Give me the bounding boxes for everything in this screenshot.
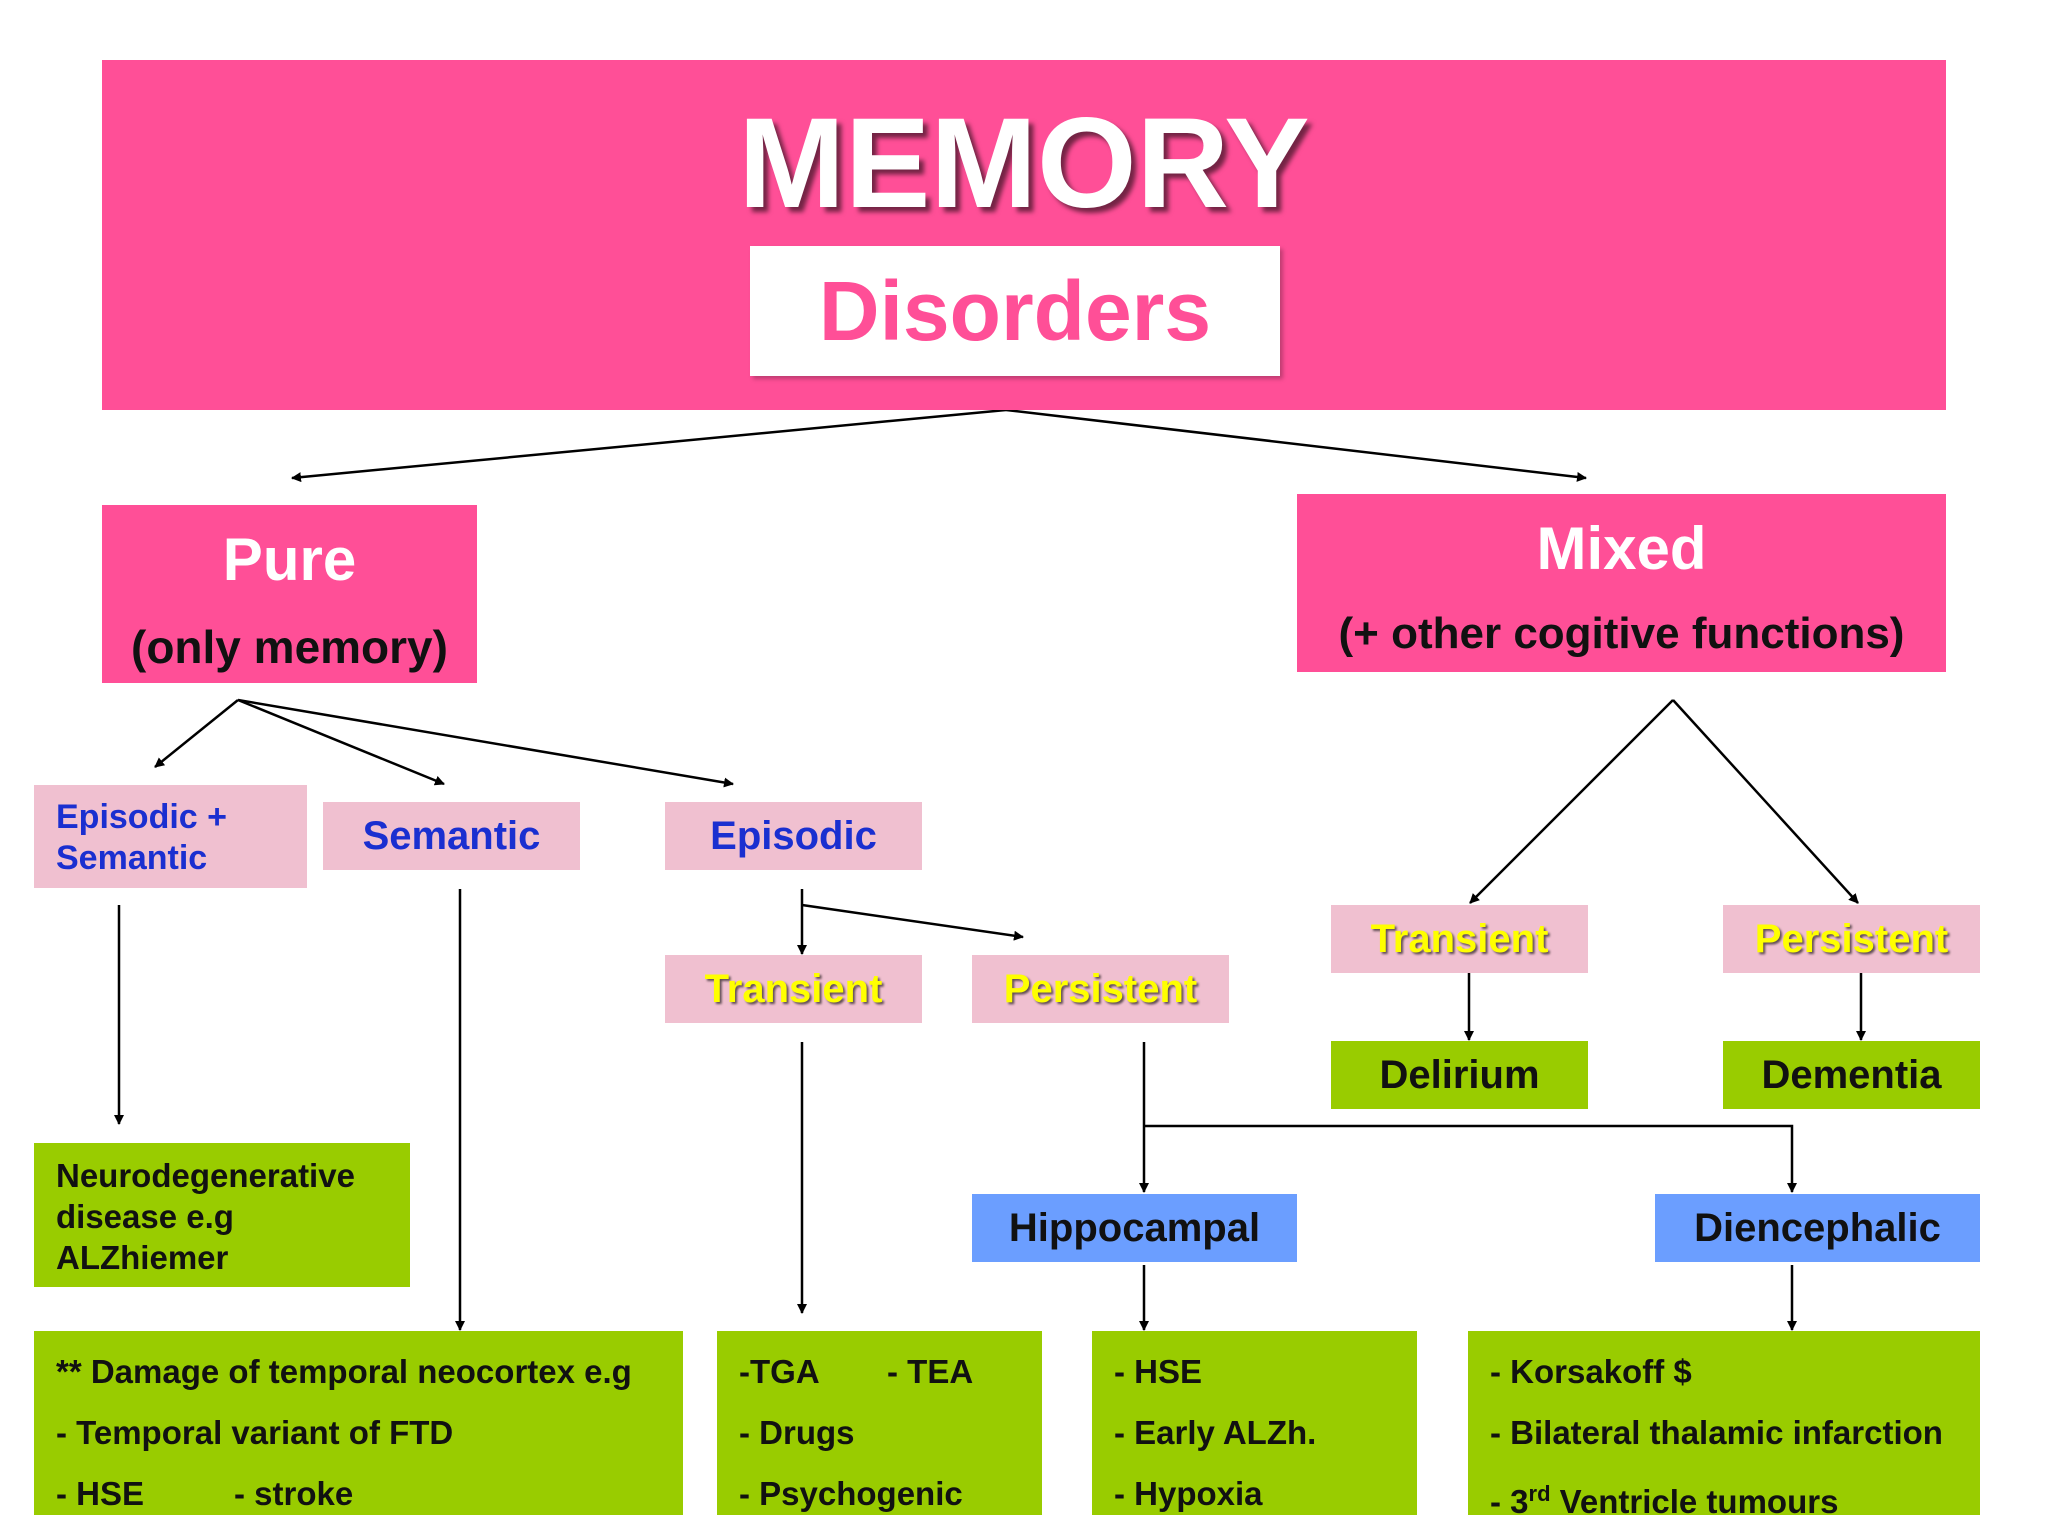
diencephalic-causes-box: - Korsakoff $ - Bilateral thalamic infar… [1468, 1331, 1980, 1520]
arrow-mixed-to-transient [1469, 699, 1674, 904]
episodic-transient-label: Transient [704, 966, 883, 1011]
transient-cause-2: - Drugs [739, 1414, 855, 1451]
semantic-cause-1: ** Damage of temporal neocortex e.g [56, 1353, 632, 1390]
episodic-transient-box: Transient [665, 955, 922, 1023]
mixed-transient-label: Transient [1370, 916, 1549, 961]
semantic-label: Semantic [362, 813, 541, 858]
semantic-cause-3: - HSE - stroke [56, 1463, 683, 1524]
episodic-semantic-box: Episodic + Semantic [34, 785, 307, 888]
hippocampal-box: Hippocampal [972, 1194, 1297, 1262]
mixed-persistent-label: Persistent [1754, 916, 1949, 961]
pure-title: Pure [222, 526, 357, 593]
diencephalic-label: Diencephalic [1694, 1205, 1941, 1250]
mixed-subtitle: (+ other cogitive functions) [1338, 609, 1905, 658]
episodic-semantic-line1: Episodic + [56, 798, 227, 836]
semantic-box: Semantic [323, 802, 580, 870]
hippocampal-cause-1: - HSE [1114, 1353, 1203, 1390]
disorders-label: Disorders [818, 263, 1212, 358]
diencephalic-cause-3-prefix: - 3 [1490, 1483, 1529, 1520]
transient-causes-box: -TGA - TEA - Drugs - Psychogenic [717, 1331, 1042, 1515]
mixed-box: Mixed (+ other cogitive functions) [1297, 494, 1946, 672]
diencephalic-cause-2: - Bilateral thalamic infarction [1490, 1414, 1943, 1451]
memory-header-box: MEMORY Disorders [102, 60, 1946, 410]
diencephalic-cause-1: - Korsakoff $ [1490, 1353, 1692, 1390]
semantic-cause-3b: - stroke [234, 1475, 354, 1512]
transient-cause-1: -TGA - TEA [739, 1341, 1042, 1402]
episodic-persistent-box: Persistent [972, 955, 1229, 1023]
semantic-cause-2: - Temporal variant of FTD [56, 1414, 454, 1451]
disorders-label-box: Disorders [750, 246, 1280, 376]
memory-title: MEMORY [738, 92, 1310, 235]
dementia-label: Dementia [1761, 1052, 1942, 1097]
neuro-line3: ALZhiemer [56, 1239, 229, 1276]
mixed-title: Mixed [1536, 515, 1707, 582]
arrow-persistent-to-diencephalic [1144, 1124, 1797, 1193]
neurodegenerative-box: Neurodegenerative disease e.g ALZhiemer [34, 1143, 410, 1287]
delirium-box: Delirium [1331, 1041, 1588, 1109]
hippocampal-cause-2: - Early ALZh. [1114, 1414, 1317, 1451]
mixed-persistent-box: Persistent [1723, 905, 1980, 973]
neuro-line2: disease e.g [56, 1198, 234, 1235]
arrow-mixed-to-persistent [1672, 699, 1859, 904]
delirium-label: Delirium [1379, 1052, 1540, 1097]
semantic-cause-3a: - HSE [56, 1475, 145, 1512]
semantic-causes-box: ** Damage of temporal neocortex e.g - Te… [34, 1331, 683, 1515]
episodic-box: Episodic [665, 802, 922, 870]
arrow-memory-to-pure [291, 408, 1007, 483]
episodic-label: Episodic [710, 813, 877, 858]
arrow-pure-to-semantic [237, 698, 445, 786]
hippocampal-cause-3: - Hypoxia [1114, 1475, 1263, 1512]
pure-subtitle: (only memory) [131, 621, 448, 673]
arrow-pure-to-episodic-semantic [154, 699, 239, 768]
neuro-line1: Neurodegenerative [56, 1157, 355, 1194]
diencephalic-cause-3-rest: Ventricle tumours [1550, 1483, 1839, 1520]
episodic-semantic-line2: Semantic [56, 839, 208, 877]
pure-box: Pure (only memory) [102, 505, 477, 683]
arrow-pure-to-episodic [237, 698, 734, 788]
mixed-transient-box: Transient [1331, 905, 1588, 973]
hippocampal-causes-box: - HSE - Early ALZh. - Hypoxia [1092, 1331, 1417, 1515]
dementia-box: Dementia [1723, 1041, 1980, 1109]
arrow-memory-to-mixed [1005, 408, 1587, 482]
diencephalic-cause-3-sup: rd [1528, 1481, 1551, 1506]
hippocampal-label: Hippocampal [1008, 1205, 1261, 1250]
diencephalic-box: Diencephalic [1655, 1194, 1980, 1262]
arrow-episodic-to-persistent [801, 903, 1024, 941]
diencephalic-cause-3: - 3rd Ventricle tumours [1490, 1463, 1980, 1532]
transient-cause-1b: - TEA [887, 1353, 974, 1390]
transient-cause-1a: -TGA [739, 1353, 820, 1390]
transient-cause-3: - Psychogenic [739, 1475, 963, 1512]
episodic-persistent-label: Persistent [1003, 966, 1198, 1011]
